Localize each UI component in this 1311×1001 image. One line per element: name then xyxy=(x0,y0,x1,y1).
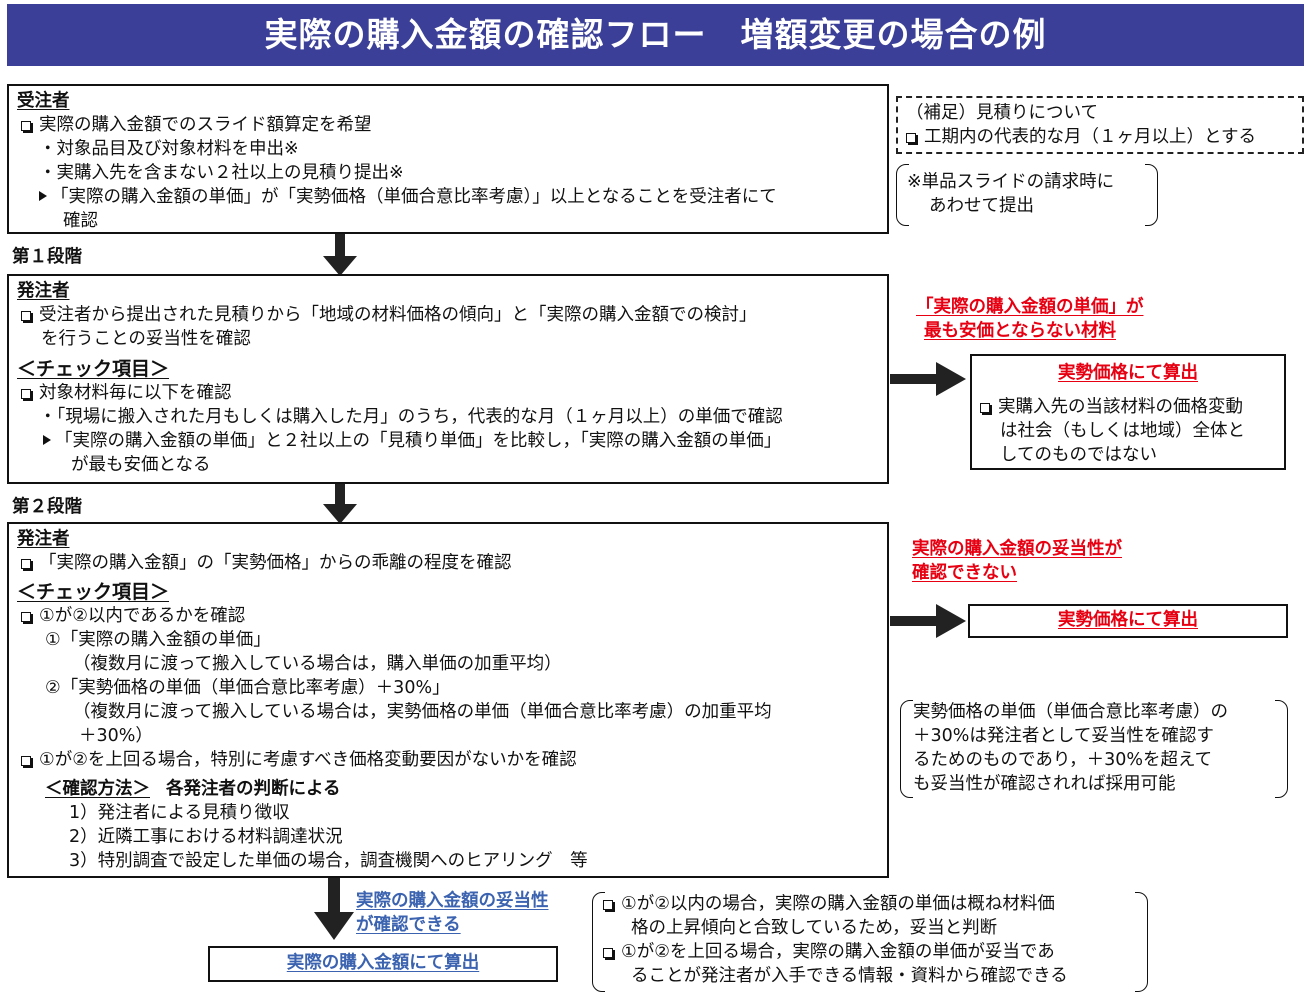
down-arrow-icon xyxy=(314,878,354,940)
checkbox-icon xyxy=(980,403,990,413)
stage1-box: 発注者 受注者から提出された見積りから「地域の材料価格の傾向」と「実際の購入金額… xyxy=(7,274,889,484)
contractor-box: 受注者 実際の購入金額でのスライド額算定を希望 ・対象品目及び対象材料を申出※ … xyxy=(7,84,889,234)
contractor-line-3: ・実購入先を含まない２社以上の見積り提出※ xyxy=(39,163,404,183)
checkbox-icon xyxy=(603,900,613,910)
down-arrow-icon xyxy=(323,484,357,524)
stage2-method-3: 3）特別調査で設定した単価の場合，調査機関へのヒアリング 等 xyxy=(69,851,588,871)
contractor-heading: 受注者 xyxy=(17,91,70,111)
right-arrow-icon xyxy=(890,604,966,638)
checkbox-icon xyxy=(21,311,31,321)
stage1-check-2: ・「現場に搬入された月もしくは購入した月」のうち，代表的な月（１ヶ月以上）の単価… xyxy=(39,407,783,427)
stage1-check-heading: ＜チェック項目＞ xyxy=(17,358,170,380)
checkbox-icon xyxy=(21,121,31,131)
stage1-check-3: 「実際の購入金額の単価」と２社以上の「見積り単価」を比較し，「実際の購入金額の単… xyxy=(13,430,781,454)
stage2-check-5: （複数月に渡って搬入している場合は，実勢価格の単価（単価合意比率考慮）の加重平均 xyxy=(73,702,772,722)
star-note-line-1: ※単品スライドの請求時に xyxy=(907,172,1115,192)
stage1-side-red-2: 最も安価とならない材料 xyxy=(924,321,1116,341)
supplement-box: （補足）見積りについて 工期内の代表的な月（１ヶ月以上）とする xyxy=(896,96,1304,154)
stage1-heading: 発注者 xyxy=(17,281,70,301)
star-note-line-2: あわせて提出 xyxy=(929,196,1034,216)
page-title: 実際の購入金額の確認フロー 増額変更の場合の例 xyxy=(7,4,1304,66)
stage1-result-title: 実勢価格にて算出 xyxy=(1058,363,1198,383)
stage2-label: 第２段階 xyxy=(12,497,82,517)
stage2-box: 発注者 「実際の購入金額」の「実勢価格」からの乖離の程度を確認 ＜チェック項目＞… xyxy=(7,522,889,878)
final-blue-2: が確認できる xyxy=(356,915,461,935)
stage1-check-4: が最も安価となる xyxy=(71,455,211,475)
stage2-check-1: ①が②以内であるかを確認 xyxy=(17,605,245,629)
supplement-line-1: （補足）見積りについて xyxy=(906,103,1098,123)
checkbox-icon xyxy=(21,389,31,399)
stage1-label: 第１段階 xyxy=(12,247,82,267)
stage2-check-6: ＋30%） xyxy=(79,726,153,746)
stage2-note-1: 実勢価格の単価（単価合意比率考慮）の xyxy=(913,702,1228,722)
stage2-method: ＜確認方法＞各発注者の判断による xyxy=(45,779,341,799)
right-arrow-icon xyxy=(890,362,966,396)
stage2-heading: 発注者 xyxy=(17,529,70,549)
triangle-bullet-icon xyxy=(39,191,47,201)
final-note-4: ることが発注者が入手できる情報・資料から確認できる xyxy=(631,966,1068,986)
final-note-3: ①が②を上回る場合，実際の購入金額の単価が妥当であ xyxy=(599,941,1055,965)
contractor-line-2: ・対象品目及び対象材料を申出※ xyxy=(39,139,299,159)
final-blue-1: 実際の購入金額の妥当性 xyxy=(356,891,549,911)
stage2-line-1: 「実際の購入金額」の「実勢価格」からの乖離の程度を確認 xyxy=(17,552,512,576)
stage2-check-3: （複数月に渡って搬入している場合は，購入単価の加重平均） xyxy=(73,654,562,674)
stage2-result-box: 実勢価格にて算出 xyxy=(968,604,1288,638)
stage2-side-red-1: 実際の購入金額の妥当性が xyxy=(912,539,1122,559)
stage2-method-1: 1）発注者による見積り徴収 xyxy=(69,803,290,823)
final-note-2: 格の上昇傾向と合致しているため，妥当と判断 xyxy=(631,918,998,938)
stage1-line-1: 受注者から提出された見積りから「地域の材料価格の傾向」と「実際の購入金額での検討… xyxy=(17,304,757,328)
final-result-box: 実際の購入金額にて算出 xyxy=(208,946,558,982)
stage1-result-line-1: 実購入先の当該材料の価格変動 xyxy=(976,396,1243,420)
stage2-note-2: ＋30%は発注者として妥当性を確認す xyxy=(913,726,1214,746)
triangle-bullet-icon xyxy=(43,435,51,445)
stage2-check-heading: ＜チェック項目＞ xyxy=(17,581,170,603)
stage1-result-line-3: してのものではない xyxy=(1000,445,1157,465)
final-result-label: 実際の購入金額にて算出 xyxy=(286,953,480,973)
checkbox-icon xyxy=(21,559,31,569)
stage2-check-7: ①が②を上回る場合，特別に考慮すべき価格変動要因がないかを確認 xyxy=(17,749,577,773)
stage1-side-red-1: 「実際の購入金額の単価」が xyxy=(916,297,1144,317)
stage2-note-4: も妥当性が確認されれば採用可能 xyxy=(913,774,1176,794)
final-note-1: ①が②以内の場合，実際の購入金額の単価は概ね材料価 xyxy=(599,893,1055,917)
stage2-method-2: 2）近隣工事における材料調達状況 xyxy=(69,827,343,847)
supplement-line-2: 工期内の代表的な月（１ヶ月以上）とする xyxy=(906,126,1256,150)
stage1-result-box: 実勢価格にて算出 実購入先の当該材料の価格変動 は社会（もしくは地域）全体と し… xyxy=(970,354,1286,470)
stage2-note-bracket: 実勢価格の単価（単価合意比率考慮）の ＋30%は発注者として妥当性を確認す るた… xyxy=(900,698,1288,800)
stage2-result-title: 実勢価格にて算出 xyxy=(1058,610,1198,630)
final-note-bracket: ①が②以内の場合，実際の購入金額の単価は概ね材料価 格の上昇傾向と合致しているた… xyxy=(592,890,1148,994)
checkbox-icon xyxy=(21,612,31,622)
contractor-line-4: 「実際の購入金額の単価」が「実勢価格（単価合意比率考慮）」以上となることを受注者… xyxy=(9,186,777,210)
contractor-line-5: 確認 xyxy=(63,211,98,231)
checkbox-icon xyxy=(21,756,31,766)
stage2-check-4: ②「実勢価格の単価（単価合意比率考慮）＋30%」 xyxy=(45,678,450,698)
contractor-line-1: 実際の購入金額でのスライド額算定を希望 xyxy=(17,114,372,138)
stage1-line-2: を行うことの妥当性を確認 xyxy=(41,329,251,349)
stage1-result-line-2: は社会（もしくは地域）全体と xyxy=(1000,421,1245,441)
checkbox-icon xyxy=(906,133,916,143)
down-arrow-icon xyxy=(323,234,357,276)
stage2-check-2: ①「実際の購入金額の単価」 xyxy=(45,630,271,650)
stage2-note-3: るためのものであり，＋30%を超えて xyxy=(913,750,1213,770)
checkbox-icon xyxy=(603,948,613,958)
stage1-check-1: 対象材料毎に以下を確認 xyxy=(17,382,232,406)
stage2-side-red-2: 確認できない xyxy=(912,563,1017,583)
star-note-bracket: ※単品スライドの請求時に あわせて提出 xyxy=(896,162,1158,228)
